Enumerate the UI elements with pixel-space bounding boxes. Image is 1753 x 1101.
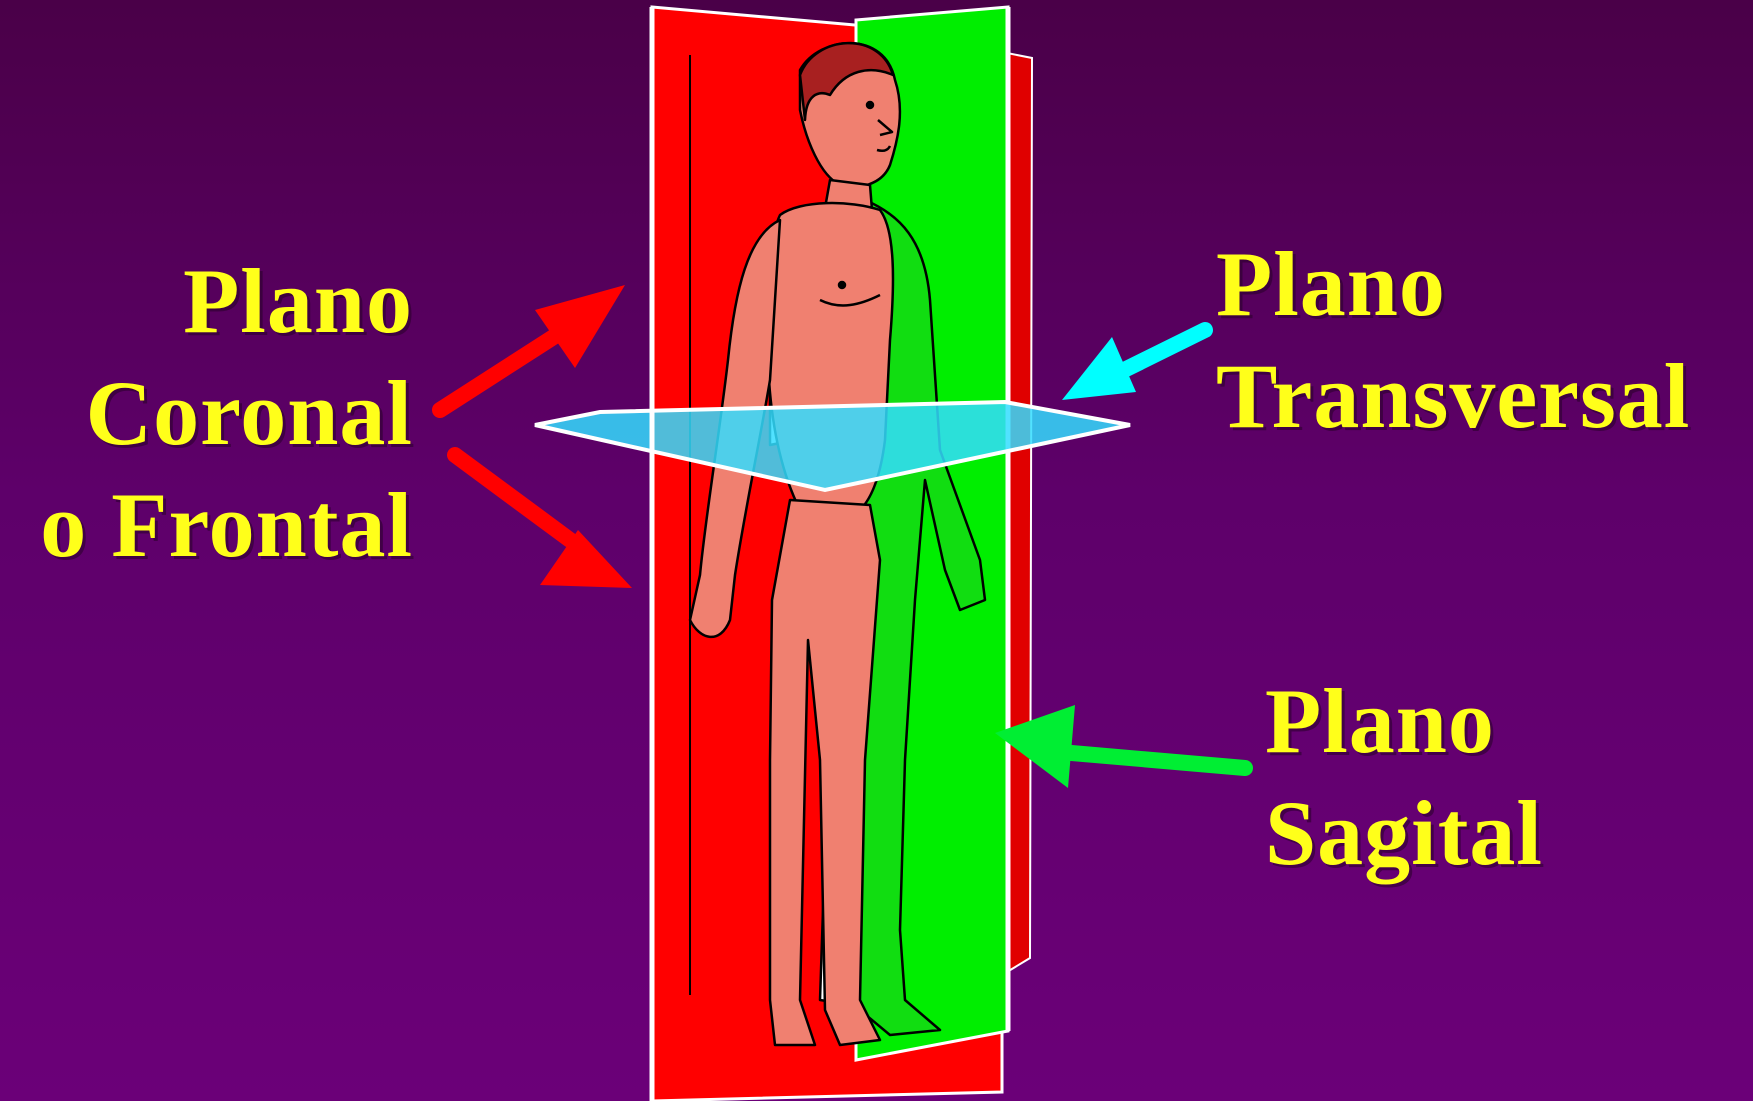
coronal-label-line2: Coronal [40, 357, 413, 469]
sagital-plane-label: Plano Sagital [1265, 665, 1543, 889]
coronal-label-line3: o Frontal [40, 469, 413, 581]
transversal-plane-label: Plano Transversal [1216, 228, 1690, 452]
sagital-label-line1: Plano [1265, 665, 1543, 777]
transversal-arrow [1062, 330, 1205, 400]
transverse-plane [535, 402, 1130, 492]
sagital-arrow [995, 705, 1245, 788]
transversal-label-line1: Plano [1216, 228, 1690, 340]
transversal-label-line2: Transversal [1216, 340, 1690, 452]
coronal-arrow-lower [455, 455, 632, 588]
coronal-label-line1: Plano [40, 245, 413, 357]
coronal-arrow-upper [440, 285, 625, 410]
sagital-label-line2: Sagital [1265, 777, 1543, 889]
coronal-plane-label: Plano Coronal o Frontal [40, 245, 413, 581]
